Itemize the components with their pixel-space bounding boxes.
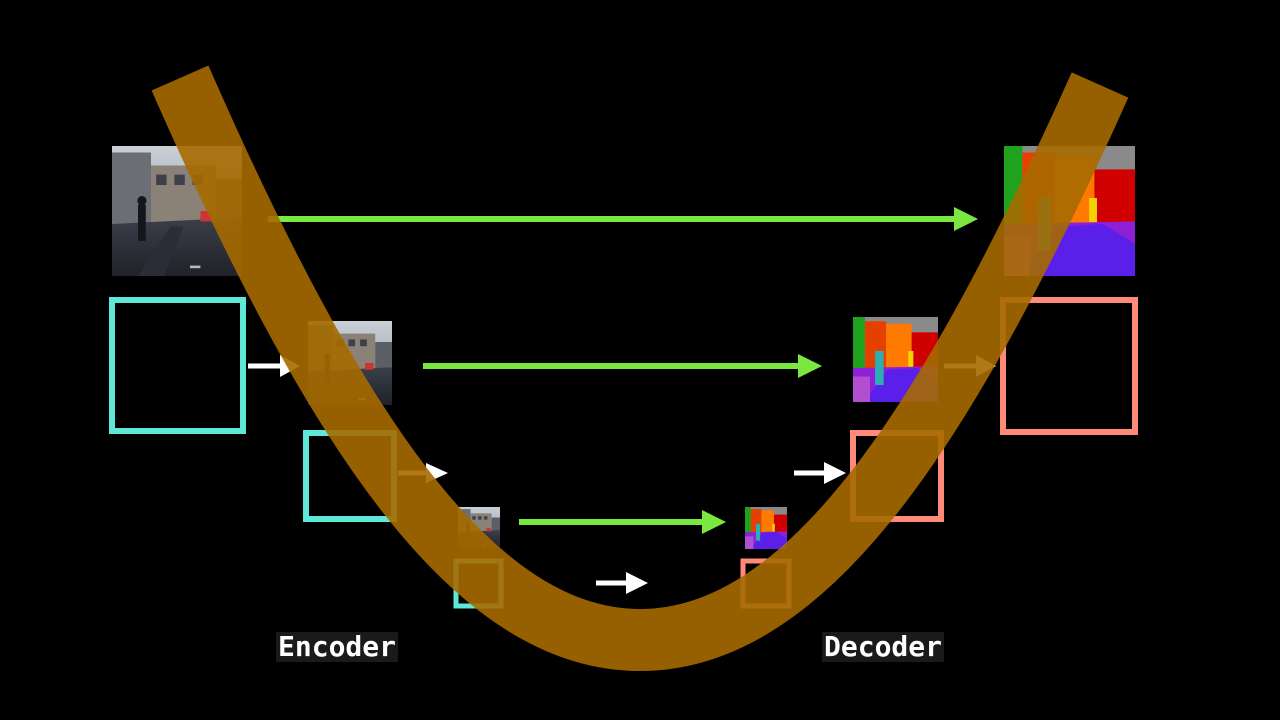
upsample-arrow-3: [794, 462, 846, 484]
u-shape-band: [151, 65, 1129, 672]
skip-connection-2: [423, 354, 822, 378]
bottleneck-arrow: [596, 572, 648, 594]
skip-connection-1: [268, 207, 978, 231]
skip-connection-3: [519, 510, 726, 534]
encoder-label: Encoder: [276, 630, 399, 663]
decoder-label: Decoder: [822, 630, 945, 663]
decoder-level3-image: [745, 507, 787, 549]
encoder-level1-box: [109, 297, 246, 434]
decoder-level1-box: [1000, 297, 1138, 435]
